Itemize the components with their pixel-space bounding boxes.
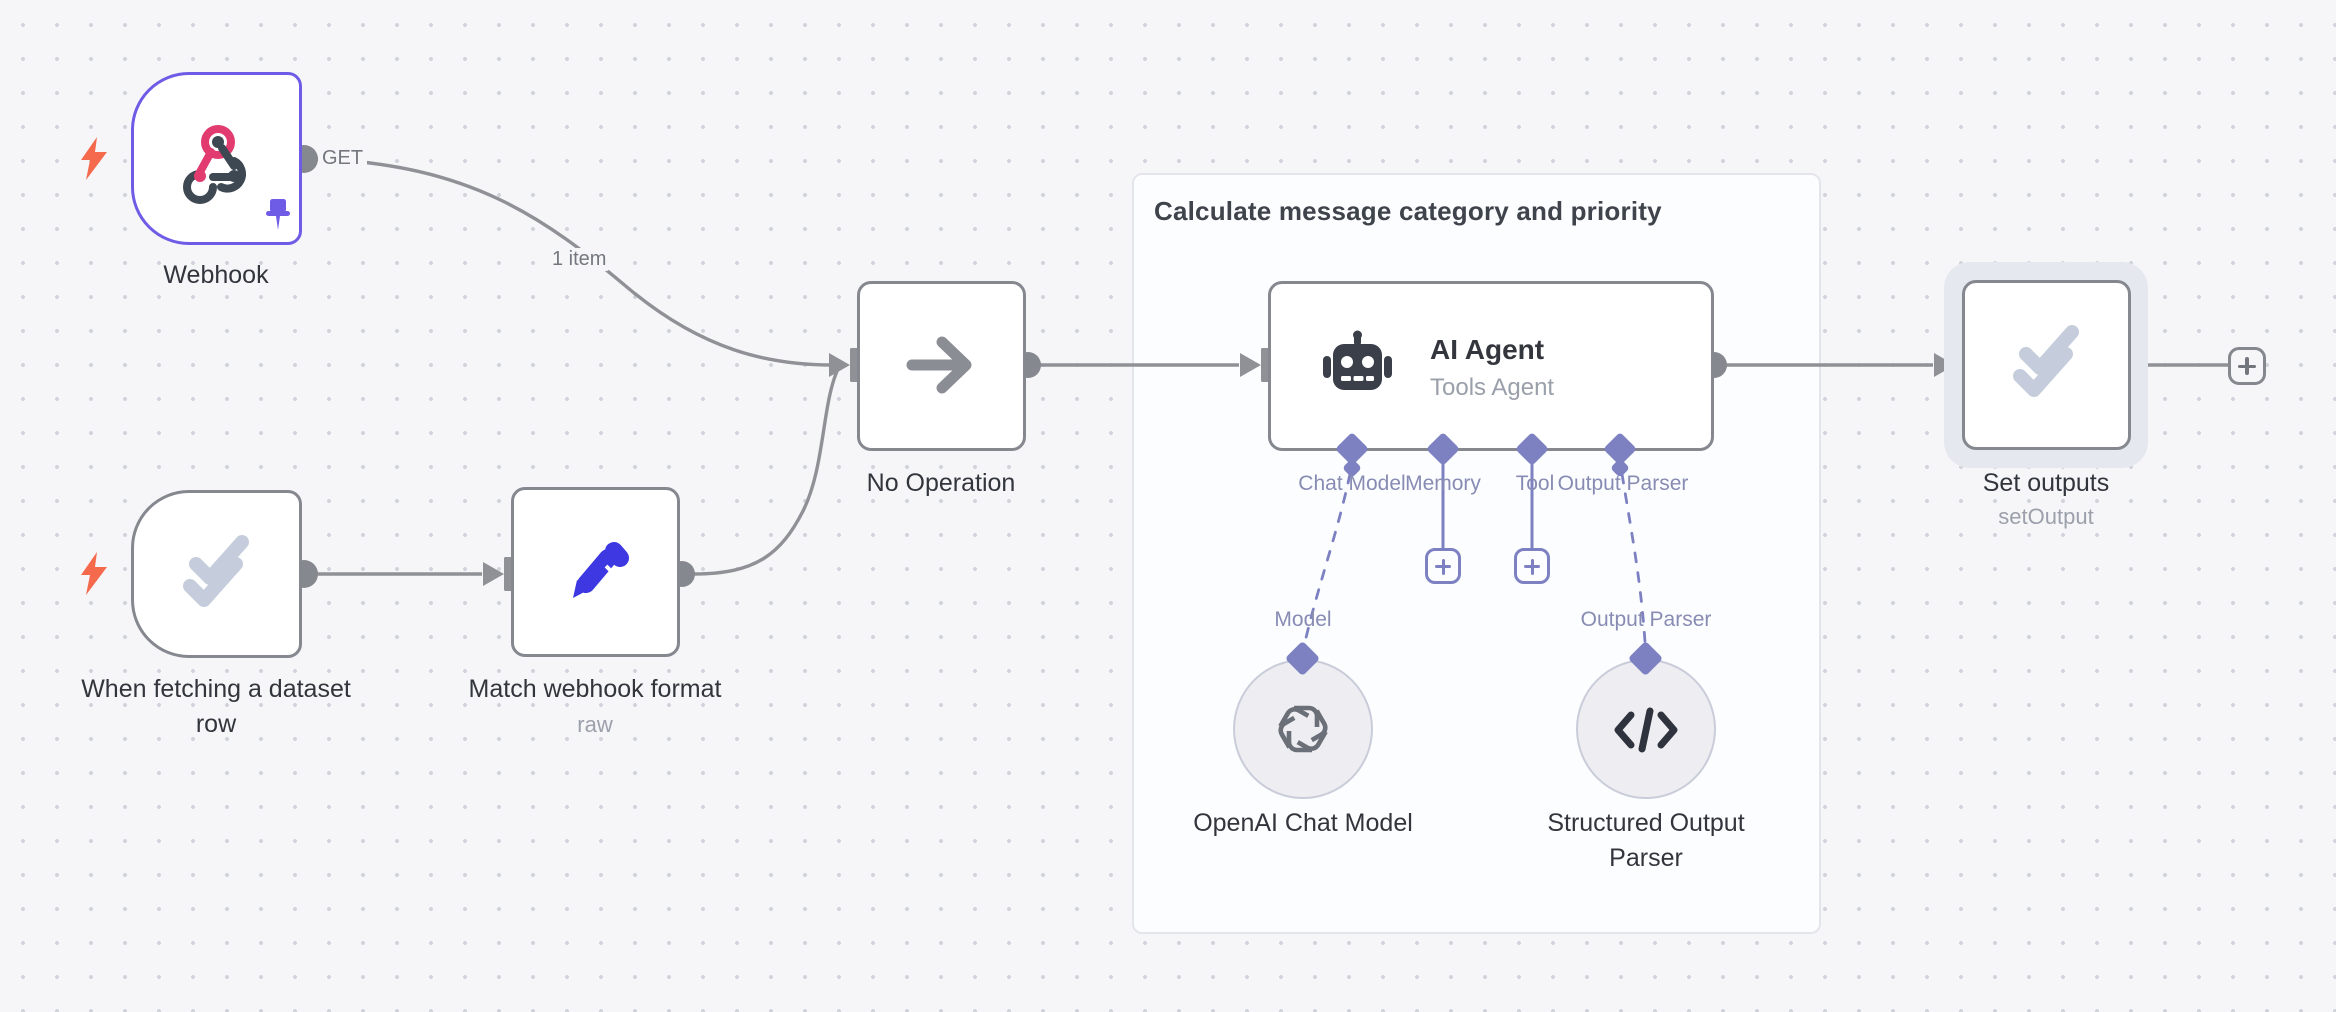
pencil-icon <box>556 532 636 617</box>
node-label-agent: AI Agent <box>1430 334 1545 365</box>
trigger-bolt-icon-webhook <box>78 136 112 187</box>
node-label-match: Match webhook format <box>468 675 722 703</box>
connection-webhook-to-noop[interactable] <box>316 157 834 367</box>
plus-icon <box>1530 558 1534 575</box>
connection-agent-to-parser[interactable] <box>1620 472 1647 644</box>
node-label-webhook: Webhook <box>163 261 269 289</box>
node-subtitle-set-outputs: setOutput <box>1998 504 2094 529</box>
port-label-chat-model: Chat Model <box>1298 472 1406 495</box>
port-label-memory: Memory <box>1405 472 1481 495</box>
add-node-button[interactable] <box>2228 347 2266 385</box>
node-label-parser: Structured Output Parser <box>1547 809 1745 872</box>
add-tool-button[interactable] <box>1514 548 1550 584</box>
openai-logo-icon <box>1276 702 1330 761</box>
input-endpoint-match <box>483 557 513 591</box>
plus-icon <box>1441 558 1445 575</box>
input-endpoint-agent <box>1240 348 1270 382</box>
node-openai-chat-model[interactable] <box>1233 659 1373 799</box>
pin-icon <box>263 198 293 241</box>
group-title: Calculate message category and priority <box>1154 196 1662 226</box>
robot-icon <box>1320 328 1394 407</box>
webhook-icon <box>172 114 262 209</box>
node-subtitle-agent: Tools Agent <box>1430 374 1555 401</box>
node-label-dataset: When fetching a dataset row <box>81 675 351 738</box>
node-subtitle-match: raw <box>577 712 613 737</box>
code-icon <box>1613 705 1679 760</box>
trigger-bolt-icon-dataset <box>78 551 112 602</box>
node-label-set-outputs: Set outputs <box>1982 469 2110 497</box>
node-label-noop: No Operation <box>866 469 1016 497</box>
double-check-icon-dataset <box>168 528 264 625</box>
connection-items-badge: 1 item <box>548 248 611 271</box>
connection-label-model: Model <box>1274 608 1332 631</box>
plus-icon <box>2245 357 2249 375</box>
webhook-method-label: GET <box>318 147 368 170</box>
connection-match-to-noop[interactable] <box>693 368 840 576</box>
add-memory-button[interactable] <box>1425 548 1461 584</box>
connection-agent-to-model[interactable] <box>1303 472 1352 644</box>
double-check-icon-set <box>1998 318 2094 415</box>
arrow-right-icon <box>906 334 978 401</box>
input-endpoint-noop <box>829 348 859 382</box>
node-label-openai: OpenAI Chat Model <box>1193 809 1413 837</box>
connection-label-output-parser: Output Parser <box>1580 608 1712 631</box>
port-label-tool: Tool <box>1515 472 1555 495</box>
port-label-output-parser: Output Parser <box>1557 472 1689 495</box>
